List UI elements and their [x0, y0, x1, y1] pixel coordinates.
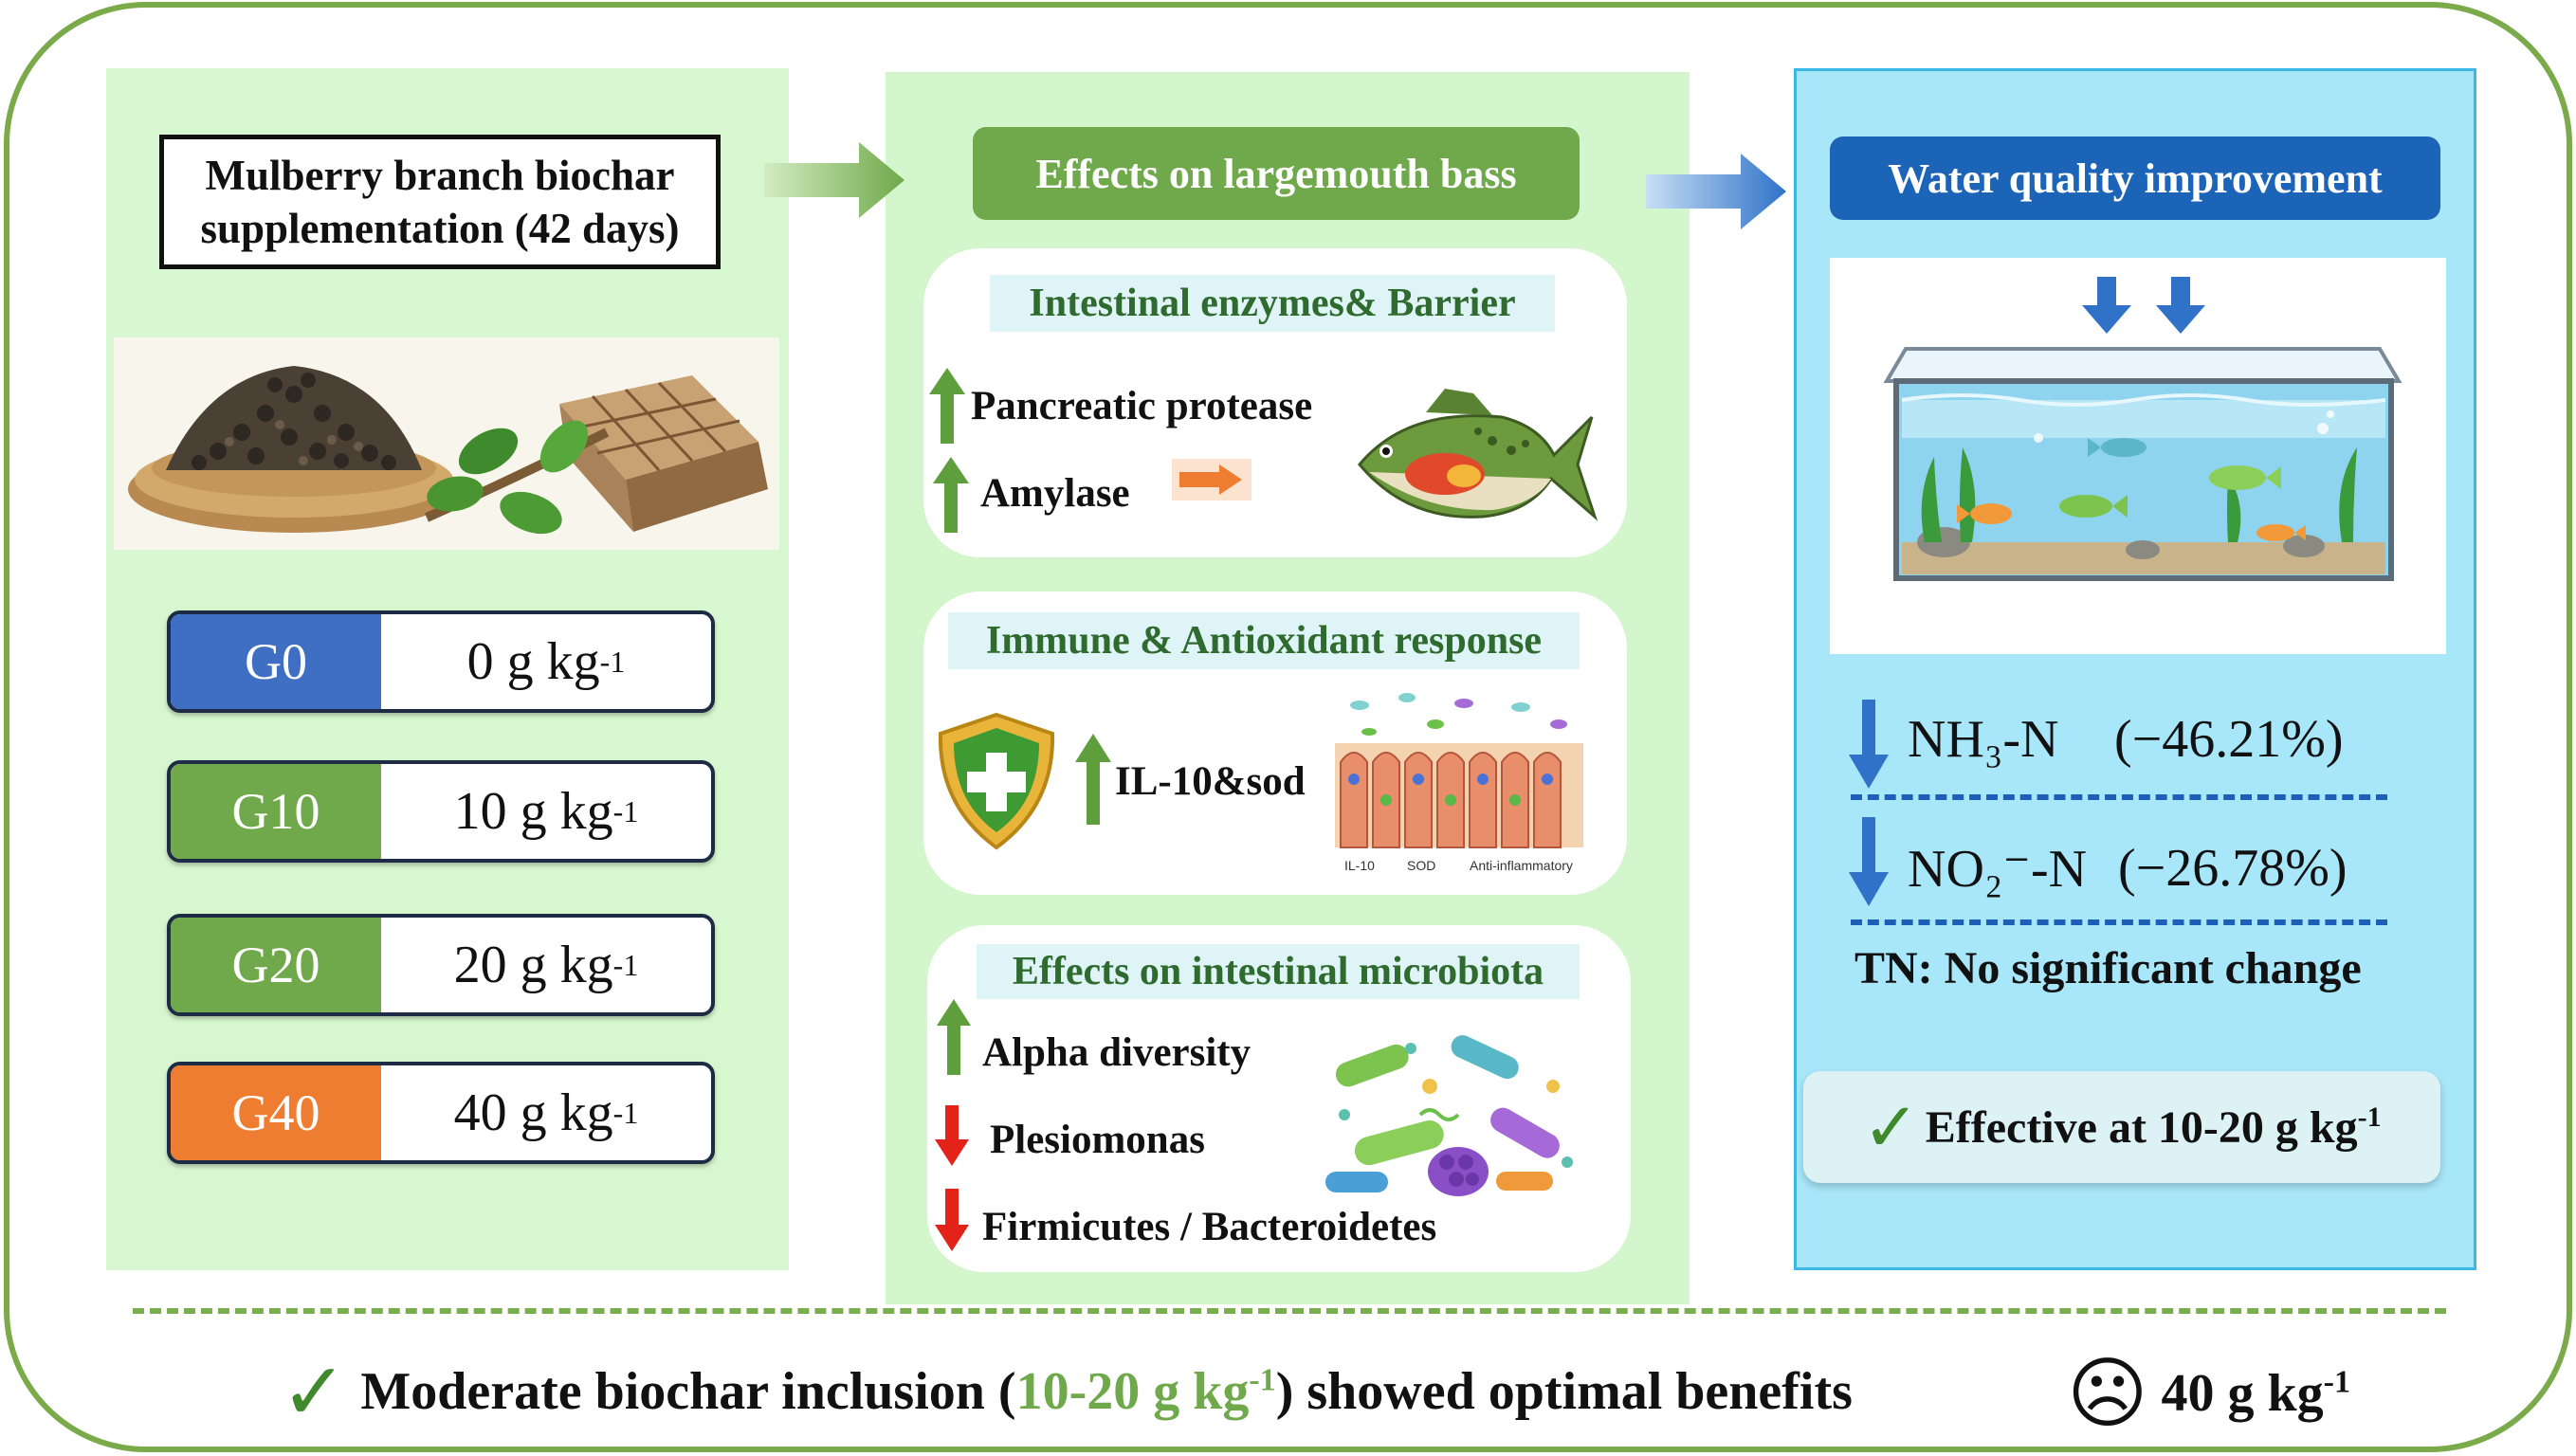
supplementation-title: Mulberry branch biochar supplementation …	[159, 135, 721, 269]
group-g10: G10 10 g kg-1	[167, 760, 715, 863]
anti-inflammatory-caption: Anti-inflammatory	[1470, 858, 1573, 873]
divider-dashed	[1851, 919, 2387, 925]
check-icon: ✓	[281, 1345, 348, 1438]
bottom-divider-dashed	[133, 1308, 2446, 1314]
high-dose-note: ☹ 40 g kg-1	[2067, 1346, 2350, 1441]
group-g0-tag: G0	[171, 614, 381, 709]
nh3-n-label: NH₃-N	[1908, 710, 2059, 769]
group-g20-dose: 20 g kg-1	[453, 936, 639, 994]
conclusion-text-pre: Moderate biochar inclusion (	[360, 1362, 1016, 1421]
group-g0-dose: 0 g kg-1	[466, 632, 626, 691]
down-arrow-blue-icon	[1849, 817, 1889, 906]
il10-sod-label: IL-10&sod	[1115, 759, 1306, 804]
down-arrow-blue-icon	[1849, 700, 1889, 789]
bacteria-cluster-icon	[1325, 1035, 1573, 1196]
shield-icon	[938, 712, 1055, 850]
up-arrow-icon	[937, 999, 971, 1075]
arrow-right-blue-icon	[1646, 154, 1786, 229]
aquarium-icon	[1883, 277, 2402, 581]
intestinal-villi-icon: IL-10 SOD Anti-inflammatory	[1335, 693, 1583, 873]
bottom-conclusion: ✓ Moderate biochar inclusion ( 10-20 g k…	[281, 1344, 1853, 1439]
aquarium-illustration	[1830, 258, 2446, 654]
il10-caption: IL-10	[1344, 858, 1375, 873]
group-g0: G0 0 g kg-1	[167, 610, 715, 713]
conclusion-text-post: ) showed optimal benefits	[1275, 1362, 1853, 1421]
nh3-n-change: (−46.21%)	[2114, 710, 2344, 769]
outer-frame	[4, 2, 2572, 1452]
up-arrow-icon	[929, 368, 965, 444]
largemouth-bass-icon	[1358, 389, 1599, 521]
biochar-illustration	[114, 337, 779, 550]
up-arrow-icon	[933, 457, 969, 533]
arrow-right-green-icon	[764, 142, 904, 218]
group-g10-tag: G10	[171, 764, 381, 859]
effective-box: ✓ Effective at 10-20 g kg-1	[1803, 1071, 2440, 1183]
alpha-diversity-label: Alpha diversity	[982, 1030, 1251, 1075]
immune-title: Immune & Antioxidant response	[948, 612, 1580, 669]
amylase-label: Amylase	[980, 471, 1130, 516]
pancreatic-protease-label: Pancreatic protease	[971, 384, 1313, 428]
divider-dashed	[1851, 794, 2387, 800]
effective-text: Effective at 10-20 g kg-1	[1925, 1101, 2382, 1153]
biochar-pellets-and-branch-icon	[128, 366, 768, 535]
up-arrow-icon	[1075, 734, 1111, 825]
tn-label: TN: No significant change	[1854, 943, 2362, 993]
microbiota-title: Effects on intestinal microbiota	[977, 944, 1580, 999]
group-g20: G20 20 g kg-1	[167, 914, 715, 1016]
firmicutes-bacteroidetes-label: Firmicutes / Bacteroidetes	[982, 1205, 1437, 1249]
water-quality-header: Water quality improvement	[1830, 136, 2440, 220]
check-icon: ✓	[1862, 1087, 1920, 1167]
orange-arrow-icon	[1172, 459, 1251, 500]
group-g10-dose: 10 g kg-1	[453, 782, 639, 841]
down-arrow-red-icon	[935, 1105, 969, 1166]
sod-caption: SOD	[1407, 858, 1435, 873]
high-dose-text: 40 g kg-1	[2161, 1364, 2350, 1423]
group-g40-tag: G40	[171, 1065, 381, 1160]
sad-face-icon: ☹	[2067, 1348, 2148, 1439]
down-arrow-red-icon	[935, 1189, 969, 1251]
group-g40-dose: 40 g kg-1	[453, 1083, 639, 1142]
conclusion-highlight: 10-20 g kg-1	[1015, 1362, 1276, 1421]
group-g20-tag: G20	[171, 918, 381, 1012]
no2-n-change: (−26.78%)	[2118, 839, 2348, 898]
plesiomonas-label: Plesiomonas	[990, 1118, 1205, 1162]
group-g40: G40 40 g kg-1	[167, 1062, 715, 1164]
enzymes-title: Intestinal enzymes& Barrier	[990, 275, 1555, 332]
no2-n-label: NO₂⁻-N	[1908, 840, 2088, 899]
effects-header: Effects on largemouth bass	[973, 127, 1580, 220]
